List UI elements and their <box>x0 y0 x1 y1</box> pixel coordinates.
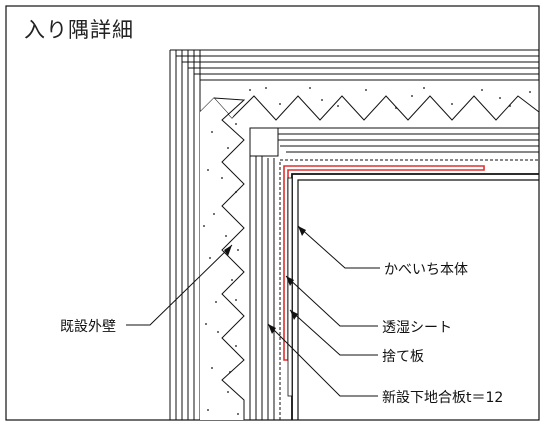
existing-siding-vertical <box>169 50 201 420</box>
new-board-horizontal <box>262 127 539 153</box>
label-new-base-board: 新設下地合板t＝12 <box>382 390 504 406</box>
corner-block <box>249 127 279 157</box>
mortar-left-edge <box>213 97 246 420</box>
leader-moisture-sheet <box>285 275 378 327</box>
drawing-frame <box>5 5 540 421</box>
mortar-layer <box>199 79 540 420</box>
label-wall-body: かべいち本体 <box>384 262 468 278</box>
leader-new-board <box>267 323 378 397</box>
leader-sacrificial-board <box>289 309 378 356</box>
wall-body-inner <box>297 179 539 420</box>
dashed-boundary <box>279 159 539 420</box>
leader-lines <box>126 225 380 397</box>
label-existing-wall: 既設外壁 <box>60 319 116 335</box>
existing-siding-horizontal <box>170 49 539 81</box>
leader-arrowheads <box>224 226 306 334</box>
label-sacrificial-board: 捨て板 <box>382 349 424 365</box>
leader-existing-wall <box>126 244 233 326</box>
drawing-title: 入り隅詳細 <box>24 18 134 42</box>
mortar-top-zigzag <box>199 79 540 121</box>
label-moisture-sheet: 透湿シート <box>382 320 452 336</box>
new-board-vertical <box>249 128 275 420</box>
leader-wall-body <box>297 225 380 269</box>
wall-body-outline <box>291 173 539 420</box>
mortar-stipple <box>203 87 531 415</box>
sacrificial-board <box>287 177 293 397</box>
